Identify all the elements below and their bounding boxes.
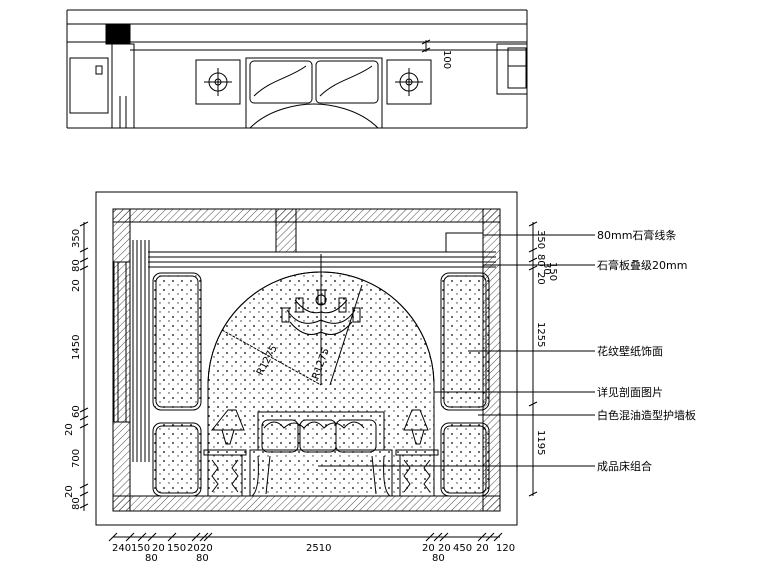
- bottom-dim-450: 450: [453, 543, 472, 554]
- bottom-dim-120: 120: [496, 543, 515, 554]
- bottom-dim-20e: 20: [438, 543, 451, 554]
- bottom-dim-20f: 20: [476, 543, 489, 554]
- nightstand-left: [203, 409, 247, 496]
- annotation-gypsum-board: 石膏板叠级20mm: [597, 258, 687, 272]
- right-dim-350: 350: [535, 230, 546, 249]
- left-dim-700: 700: [71, 449, 82, 468]
- plan-dim-label: 100: [441, 50, 452, 69]
- nightstand-right: [395, 409, 439, 496]
- elevation-bed: [249, 411, 393, 497]
- right-dim-1255: 1255: [535, 322, 546, 347]
- right-dim-150: 150: [547, 262, 558, 281]
- annotation-bed-set: 成品床组合: [597, 459, 652, 473]
- plan-view: [66, 9, 528, 129]
- bottom-dim-20b: 20: [187, 543, 200, 554]
- left-dim-20: 20: [71, 279, 82, 292]
- right-dim-ticks: [528, 221, 538, 497]
- bottom-dim-240: 240: [112, 543, 131, 554]
- plan-lamp-right: [386, 59, 432, 105]
- left-dim-60: 60: [71, 405, 82, 418]
- bottom-dim-20: 20: [152, 543, 165, 554]
- bottom-dim-80: 80: [145, 553, 158, 564]
- bottom-dim-80b: 80: [196, 553, 209, 564]
- plan-lamp-left: [195, 59, 241, 105]
- bottom-dim-20c: 20: [200, 543, 213, 554]
- left-dim-ticks: [79, 221, 89, 509]
- chandelier: [281, 254, 361, 340]
- annotation-wallpaper: 花纹壁纸饰面: [597, 344, 663, 358]
- bottom-dim-150: 150: [131, 543, 150, 554]
- bottom-dim-150b: 150: [167, 543, 186, 554]
- left-dim-20c: 20: [64, 485, 75, 498]
- right-dim-1195: 1195: [535, 430, 546, 455]
- annotation-gypsum-molding: 80mm石膏线条: [597, 228, 676, 242]
- left-dim-80: 80: [71, 259, 82, 272]
- left-dim-20b: 20: [64, 423, 75, 436]
- left-dim-80b: 80: [71, 497, 82, 510]
- left-dim-1450: 1450: [71, 335, 82, 360]
- annotation-wainscot: 白色混油造型护墙板: [597, 408, 696, 422]
- annotation-section-ref: 详见剖面图片: [597, 385, 663, 399]
- right-dim-80: 80: [535, 254, 546, 267]
- left-dim-350: 350: [71, 229, 82, 248]
- column-fill: [105, 23, 131, 45]
- right-dim-30: 30: [541, 262, 552, 275]
- right-dim-20: 20: [535, 272, 546, 285]
- bottom-dim-20d: 20: [422, 543, 435, 554]
- elevation-view: [79, 191, 595, 542]
- bottom-dim-2510: 2510: [306, 543, 331, 554]
- plan-side-cabinet: [69, 57, 109, 114]
- bottom-dim-80c: 80: [432, 553, 445, 564]
- plan-bed: [245, 57, 383, 129]
